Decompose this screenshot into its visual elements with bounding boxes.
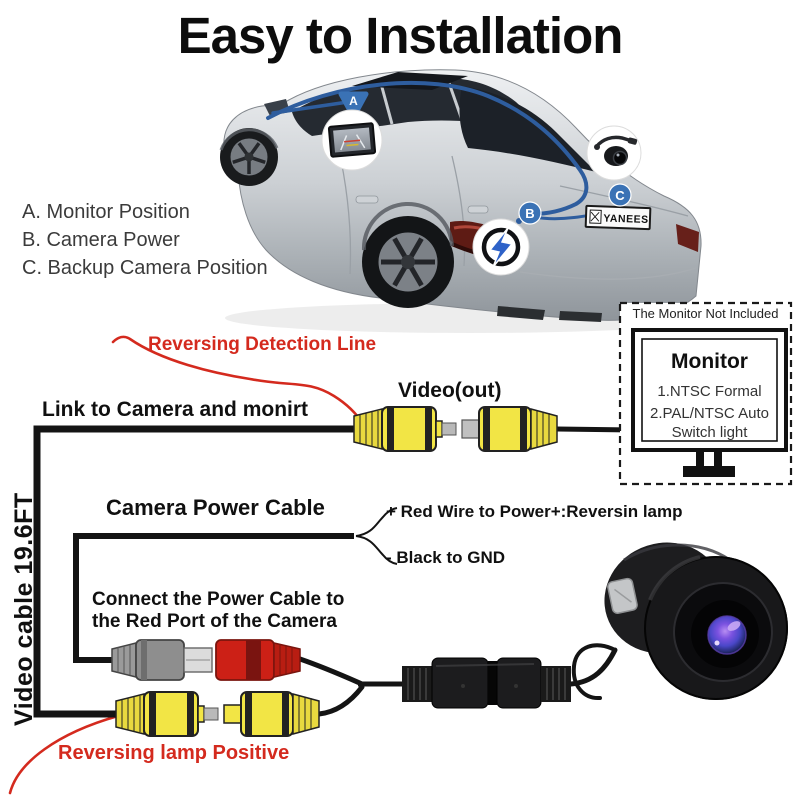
marker-c-badge: C [608, 183, 632, 207]
video-out-label: Video(out) [398, 379, 502, 402]
car-exhaust-left [497, 306, 545, 320]
inline-cable-joint [402, 657, 571, 709]
plate-text: YANEES [603, 212, 649, 226]
marker-b-badge: B [518, 201, 542, 225]
monitor-drawing [631, 328, 788, 452]
power-cable [73, 533, 354, 663]
video-cable [33, 425, 356, 718]
power-connector-red [215, 639, 301, 681]
marker-a-badge: A [338, 91, 369, 120]
link-to-camera-label: Link to Camera and monirt [42, 398, 309, 421]
camera-lens [673, 582, 773, 682]
bottom-rca-tail [316, 684, 365, 717]
legend-list: A. Monitor Position B. Camera Power C. B… [22, 198, 268, 282]
car-door-handle-2 [467, 205, 489, 214]
power-cable-fork-bottom [355, 535, 398, 565]
rca-connector-female-bottom [223, 691, 320, 737]
legend-item-camera-power: B. Camera Power [22, 229, 180, 251]
car-door-handle-1 [355, 195, 379, 204]
monitor-stand [683, 450, 735, 477]
car-tail-light-right [676, 224, 699, 252]
monitor-title: Monitor [671, 350, 748, 373]
reversing-lamp-curve [8, 714, 120, 795]
red-connector-tail [297, 656, 365, 687]
camera-wire-loop [571, 643, 617, 701]
rca-connector-male-bottom [115, 691, 219, 737]
monitor-not-included-note: The Monitor Not Included [632, 306, 779, 321]
reversing-detection-line-label: Reversing Detection Line [148, 334, 377, 355]
black-wire-note-label: - Black to GND [386, 548, 506, 567]
rca-connector-female-video [461, 406, 558, 452]
svg-text:C: C [615, 188, 625, 203]
car-exhaust-right [559, 311, 602, 322]
rca-connector-male-video [353, 406, 457, 452]
reversing-lamp-positive-label: Reversing lamp Positive [58, 742, 290, 764]
svg-text:B: B [525, 206, 534, 221]
svg-text:A: A [349, 94, 358, 108]
rear-camera-illustration [604, 542, 788, 700]
connect-power-note-line2: the Red Port of the Camera [92, 611, 337, 632]
power-cable-fork-top [355, 507, 398, 537]
legend-item-monitor-position: A. Monitor Position [22, 201, 190, 223]
camera-power-cable-label: Camera Power Cable [106, 495, 325, 520]
red-wire-note-label: + Red Wire to Power+:Reversin lamp [386, 502, 683, 521]
reversing-detection-curve [111, 335, 365, 426]
front-wheel [219, 128, 279, 186]
monitor-callout [321, 109, 383, 171]
car-door-seam-2 [451, 155, 466, 267]
video-cable-length-label: Video cable 19.6FT [10, 492, 38, 726]
camera-mount-clip [607, 577, 638, 614]
monitor-format-1: 1.NTSC Formal [657, 383, 762, 400]
car-bumper-crease [519, 267, 697, 280]
connect-power-note: Connect the Power Cable to the Red Port … [92, 589, 344, 633]
rear-wheel [361, 202, 454, 308]
lightning-bolt-icon [488, 227, 514, 268]
power-connector-gray [111, 639, 213, 681]
power-callout [472, 218, 530, 276]
legend-item-backup-camera-position: C. Backup Camera Position [22, 257, 268, 279]
car-illustration: YANEES A B C [219, 69, 715, 333]
camera-callout [586, 125, 642, 181]
wiring-cables [33, 425, 635, 718]
connect-power-note-line1: Connect the Power Cable to [92, 589, 345, 610]
camera-icon [594, 135, 638, 166]
monitor-screen-icon [327, 122, 377, 158]
monitor-box [618, 301, 793, 486]
monitor-format-2: 2.PAL/NTSC Auto Switch light [650, 405, 769, 441]
license-plate: YANEES [584, 198, 652, 231]
page-title: Easy to Installation [177, 7, 624, 64]
